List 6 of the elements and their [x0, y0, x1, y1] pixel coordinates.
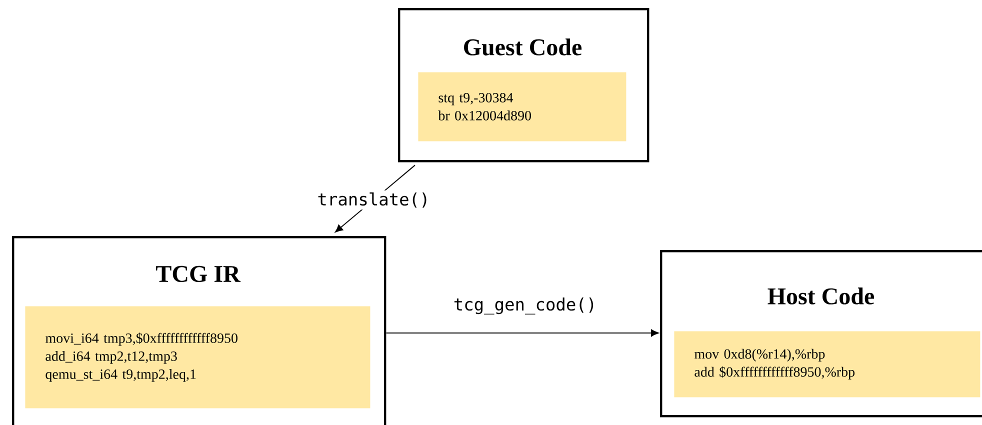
- code-panel: movi_i64 tmp3,$0xffffffffffff8950 add_i64 tmp2,t12,tmp3 qemu_st_i64 t9,tmp2,leq,1: [25, 306, 370, 408]
- edge-label: tcg_gen_code(): [454, 298, 594, 314]
- arrow: [386, 329, 659, 337]
- code-panel: mov 0xd8(%r14),%rbp add $0xffffffffffff8950,%rbp: [674, 331, 980, 398]
- edge-label: translate(): [315, 190, 432, 210]
- code-panel: stq t9,-30384 br 0x12004d890: [418, 72, 626, 142]
